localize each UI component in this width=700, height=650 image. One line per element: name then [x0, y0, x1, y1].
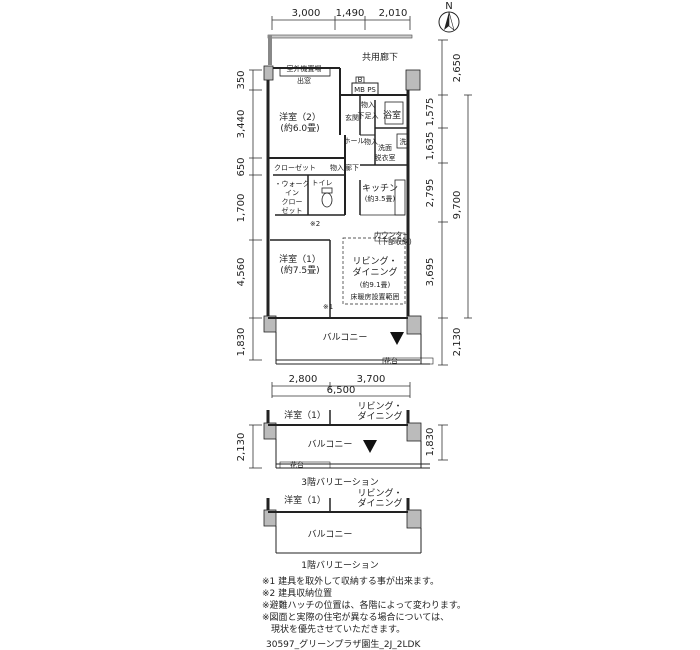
dim-right-total: 9,700	[452, 191, 463, 220]
left-dimensions	[249, 69, 262, 361]
shoe-label: 下足入	[358, 112, 379, 120]
ac-unit-label: 室外機置場	[287, 64, 322, 73]
dim-left-3: 650	[236, 157, 247, 176]
dim-left-2: 3,440	[236, 110, 247, 139]
corridor-label: 共用廊下	[362, 51, 398, 63]
dim-bottom-total: 6,500	[327, 385, 356, 396]
evacuation-hatch-icon	[390, 332, 404, 345]
note-2: ※2 建具収納位置	[262, 589, 333, 599]
wash-label: 洗	[400, 137, 407, 146]
dim-left-6: 1,830	[236, 328, 247, 357]
var1-living-label-2: ダイニング	[357, 497, 402, 509]
var1-living-label-1: リビング・	[357, 487, 402, 499]
dim-left-1: 350	[236, 70, 247, 89]
dim-left-4: 1,700	[236, 194, 247, 223]
counter-label: カウンター	[375, 230, 410, 239]
dim-left-5: 4,560	[236, 258, 247, 287]
bath-label: 浴室	[383, 109, 401, 121]
right-dimensions	[438, 39, 472, 366]
mbps-label: MB PS	[354, 86, 376, 94]
var3-caption: 3階バリエーション	[301, 477, 379, 488]
evacuation-hatch-3f-icon	[363, 440, 377, 453]
var3-living-label-1: リビング・	[357, 400, 402, 412]
balcony-label: バルコニー	[323, 332, 368, 343]
dim-right-2: 1,575	[425, 98, 436, 127]
storage2-label: 物入	[364, 137, 378, 146]
western2-label: 洋室（2）	[279, 111, 321, 123]
hall-label: ホール	[344, 137, 365, 145]
closet-label: クローゼット	[274, 163, 316, 172]
window-label: 出窓	[297, 76, 311, 85]
dim-right-3: 1,635	[425, 132, 436, 161]
counter-sub-label: (下部収納)	[378, 237, 412, 246]
floor-heat-label: 床暖房設置範囲	[351, 292, 400, 301]
note-4: ※図面と実際の住宅が異なる場合については、	[262, 613, 450, 623]
entrance-label: 玄関	[345, 113, 359, 122]
living-size: (約9.1畳)	[360, 280, 391, 289]
north-compass-icon	[438, 11, 460, 33]
living-label-1: リビング・	[352, 255, 397, 267]
mark2-label: ※2	[310, 220, 320, 228]
walkin-label-3: クロー	[282, 198, 303, 206]
note-1: ※1 建具を取外して収納する事が出来ます。	[262, 577, 439, 587]
dim-right-6: 2,130	[452, 328, 463, 357]
walkin-label-1: ・ウォーク	[275, 180, 310, 188]
compass-label: N	[445, 1, 452, 12]
var3-living-label-2: ダイニング	[357, 410, 402, 422]
var1-caption: 1階バリエーション	[301, 560, 379, 571]
note-5: 現状を優先させていただきます。	[262, 625, 406, 635]
walkin-label-2: イン	[285, 189, 299, 197]
western1-size: (約7.5畳)	[280, 264, 319, 276]
footer-label: 30597_グリーンプラザ園生_2J_2LDK	[266, 640, 421, 650]
storage3-label: 物入	[330, 163, 344, 172]
dim-top-1: 3,000	[292, 8, 321, 19]
mark1-label: ※1	[323, 303, 333, 311]
washroom-label: 洗面	[378, 143, 392, 152]
var3-balcony-label: バルコニー	[308, 439, 353, 450]
storage1-label: 物入	[361, 100, 375, 109]
toilet-label: トイレ	[312, 179, 333, 187]
dim-bottom-1: 2,800	[289, 374, 318, 385]
var3-planter-label: 花台	[290, 460, 304, 469]
western1-label: 洋室（1）	[279, 253, 321, 265]
living-label-2: ダイニング	[352, 266, 397, 278]
var3-dim-left: 2,130	[236, 433, 247, 462]
main-plan-walls	[263, 34, 434, 365]
western2-size: (約6.0畳)	[280, 122, 319, 134]
walkin-label-4: ゼット	[282, 206, 303, 215]
dim-right-4: 2,795	[425, 179, 436, 208]
mbps-box-label: B	[358, 76, 363, 84]
kitchen-size: (約3.5畳)	[365, 194, 396, 203]
planter-label: 花台	[384, 356, 398, 365]
top-dimensions	[271, 16, 411, 30]
bottom-dimensions	[271, 382, 411, 398]
var1-balcony-label: バルコニー	[308, 529, 353, 540]
dim-top-3: 2,010	[379, 8, 408, 19]
changing-label: 脱衣室	[375, 153, 396, 162]
dim-right-1: 2,650	[452, 54, 463, 83]
var3-dim-right: 1,830	[425, 428, 436, 457]
hallway-label: 廊下	[345, 163, 359, 172]
dim-right-5: 3,695	[425, 258, 436, 287]
variation-3f	[249, 410, 448, 469]
kitchen-label: キッチン	[362, 183, 398, 194]
var3-western-label: 洋室（1）	[284, 409, 326, 421]
dim-bottom-2: 3,700	[357, 374, 386, 385]
dim-top-2: 1,490	[336, 8, 365, 19]
var1-western-label: 洋室（1）	[284, 494, 326, 506]
note-3: ※避難ハッチの位置は、各階によって変わります。	[262, 601, 466, 611]
variation-1f	[263, 498, 422, 554]
